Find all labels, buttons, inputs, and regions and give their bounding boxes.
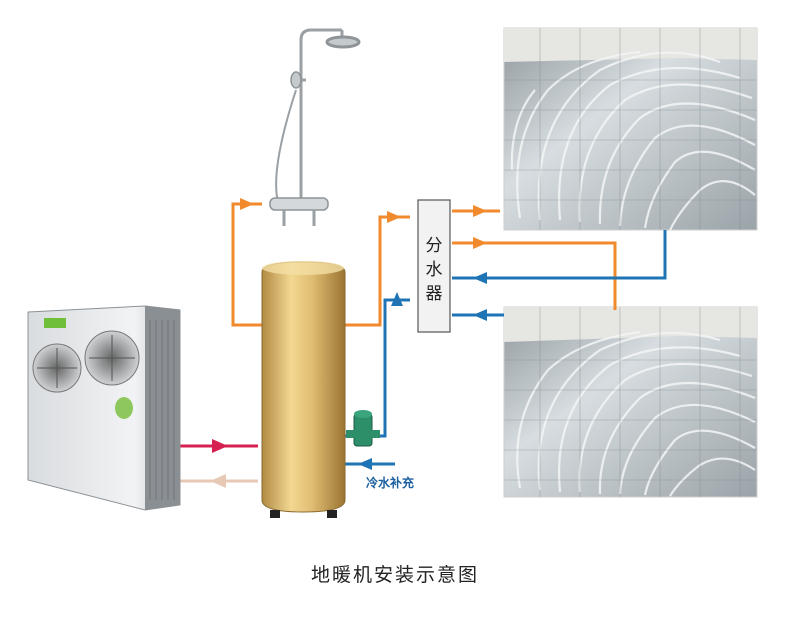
- water-tank: [261, 261, 346, 518]
- upper-floor-heating-image: [503, 27, 758, 231]
- hot-water-arrows: [240, 198, 487, 249]
- unit-return-pipe: [180, 474, 258, 488]
- diagram-caption: 地暖机安装示意图: [310, 564, 479, 586]
- manifold-char-1: 分: [425, 236, 443, 256]
- shower-fixture: [269, 28, 361, 226]
- heat-pump-unit: [27, 305, 181, 511]
- unit-supply-pipe: [180, 439, 258, 453]
- cold-water-supply-label: 冷水补充: [366, 476, 415, 490]
- water-manifold: [417, 199, 451, 333]
- circulation-pump: [346, 410, 380, 447]
- unit-brand-badge: [44, 318, 66, 328]
- manifold-label: 分 水 器: [419, 210, 449, 330]
- cold-water-arrows: [358, 272, 487, 470]
- manifold-char-3: 器: [425, 284, 443, 304]
- manifold-char-2: 水: [425, 260, 443, 280]
- lower-floor-heating-image: [503, 306, 758, 498]
